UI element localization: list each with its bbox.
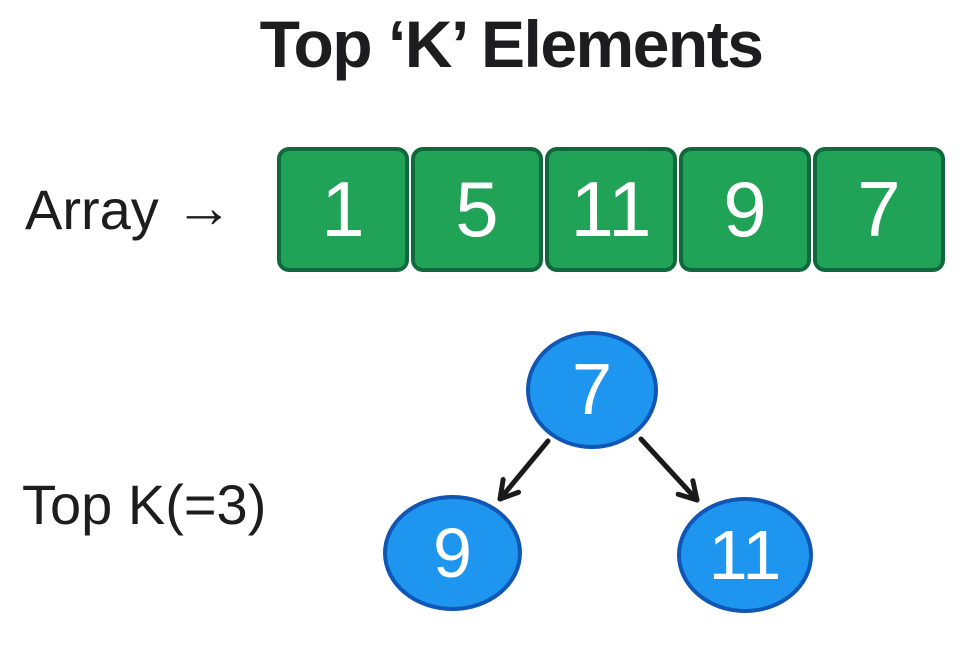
edge-root-to-right-arrow	[638, 436, 700, 503]
page-title: Top ‘K’ Elements	[259, 7, 764, 81]
tree-root-value: 7	[571, 350, 613, 430]
array-cell: 5	[411, 147, 543, 272]
array-cell: 9	[679, 147, 811, 272]
array-label: Array →	[25, 147, 233, 272]
array-cell-value: 5	[455, 165, 499, 253]
tree-left-child-node: 9	[383, 495, 522, 611]
array-label-text: Array	[25, 178, 159, 241]
tree-label: Top K(=3)	[22, 473, 267, 536]
array-cell-value: 9	[723, 165, 767, 253]
array-boxes: 1 5 11 9 7	[277, 147, 945, 272]
array-cell: 7	[813, 147, 945, 272]
array-cell-value: 1	[321, 165, 365, 253]
tree-left-child-value: 9	[433, 514, 472, 592]
array-cell-value: 7	[857, 165, 901, 253]
edge-root-to-left-arrow	[497, 438, 551, 502]
tree-right-child-value: 11	[708, 516, 782, 594]
right-arrow-icon: →	[174, 174, 233, 240]
array-cell: 11	[545, 147, 677, 272]
array-cell: 1	[277, 147, 409, 272]
array-cell-value: 11	[570, 165, 652, 253]
tree-right-child-node: 11	[677, 497, 813, 613]
tree-root-node: 7	[526, 331, 658, 449]
